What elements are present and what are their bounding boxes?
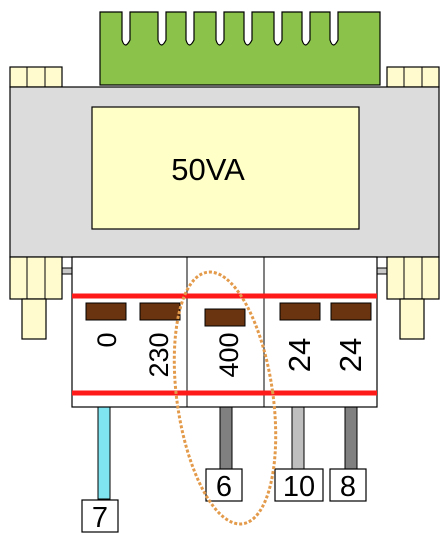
terminal-label-0: 0 bbox=[92, 332, 122, 347]
core-window bbox=[91, 106, 360, 230]
terminal-block bbox=[71, 256, 378, 408]
highlight-ellipse bbox=[172, 270, 278, 526]
wire-number-8: 8 bbox=[329, 468, 367, 503]
wire-number-6: 6 bbox=[205, 468, 243, 503]
terminal-screw-0 bbox=[85, 302, 127, 321]
top-left-mounting-block bbox=[9, 66, 63, 88]
wire-10 bbox=[291, 406, 305, 470]
terminal-label-230: 230 bbox=[144, 332, 174, 377]
wire-6 bbox=[219, 406, 233, 470]
terminal-screw-24a bbox=[279, 302, 321, 321]
wire-7 bbox=[97, 406, 111, 500]
terminal-label-24a: 24 bbox=[282, 338, 317, 372]
bottom-right-mounting-block bbox=[386, 256, 440, 340]
top-right-mounting-block bbox=[386, 66, 440, 88]
bottom-left-mounting-block bbox=[9, 256, 63, 340]
wire-number-10: 10 bbox=[274, 468, 324, 503]
svg-text:6: 6 bbox=[216, 471, 232, 503]
svg-text:8: 8 bbox=[340, 471, 356, 503]
wire-number-7: 7 bbox=[81, 499, 119, 534]
terminal-label-400: 400 bbox=[214, 332, 244, 377]
terminal-label-24b: 24 bbox=[333, 338, 368, 372]
terminal-screw-400 bbox=[204, 308, 246, 327]
terminal-screw-24b bbox=[330, 302, 372, 321]
heatsink bbox=[99, 11, 381, 86]
wire-8 bbox=[344, 406, 358, 470]
rating-label: 50VA bbox=[171, 152, 245, 187]
svg-text:7: 7 bbox=[92, 502, 108, 534]
svg-text:10: 10 bbox=[283, 471, 315, 503]
terminal-screw-230 bbox=[139, 302, 181, 321]
